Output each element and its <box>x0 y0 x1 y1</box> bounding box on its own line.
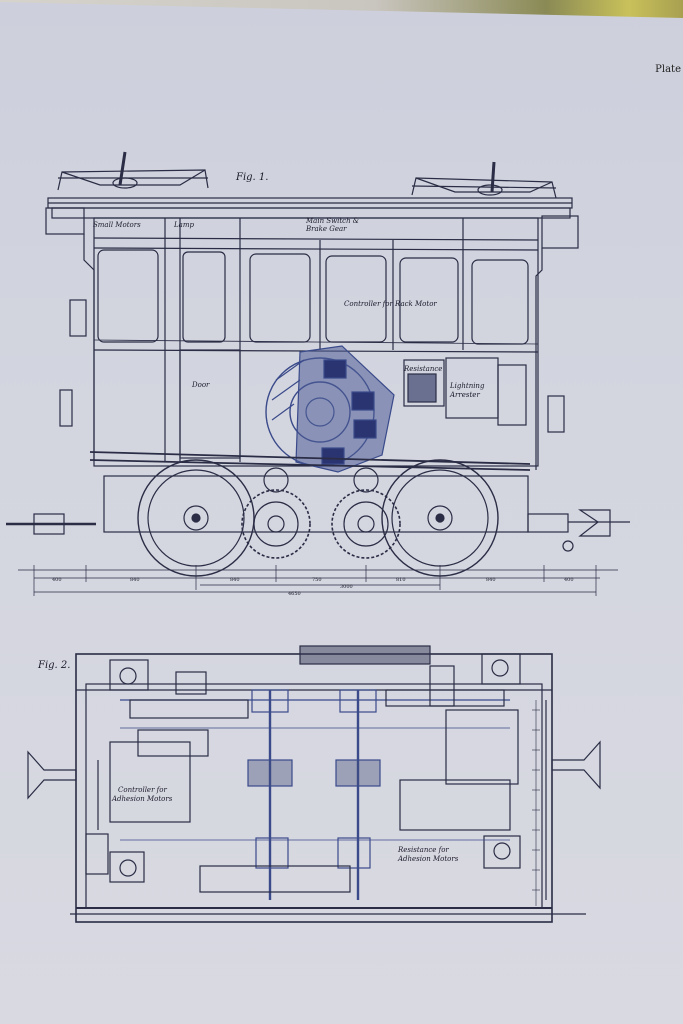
dim-2: 840 <box>130 577 140 583</box>
label-lamp: Lamp <box>173 221 194 229</box>
dim-total: 4650 <box>288 591 301 597</box>
label-main-switch: Main Switch & <box>305 217 359 225</box>
label-controller-rack: Controller for Rack Motor <box>344 300 437 308</box>
label-door: Door <box>191 381 210 389</box>
rack-motor <box>265 345 395 473</box>
wheel-left <box>137 459 255 577</box>
label-small-motors: Small Motors <box>93 221 141 229</box>
fig2-title: Fig. 2. <box>37 660 70 671</box>
dim-1: 400 <box>52 577 62 583</box>
label-controller-adh-1: Controller for <box>118 786 167 794</box>
dim-3: 840 <box>230 577 240 583</box>
label-resistance: Resistance <box>403 365 442 373</box>
rack-pinions <box>241 467 401 559</box>
label-controller-adh-2: Adhesion Motors <box>111 795 173 803</box>
plate-label: Plate <box>655 64 681 75</box>
label-resistance-adh-2: Adhesion Motors <box>397 855 459 863</box>
pantograph-left <box>57 151 209 191</box>
label-resistance-adh-1: Resistance for <box>397 846 449 854</box>
dim-4: 750 <box>312 577 322 583</box>
fig2-plan-view <box>27 645 601 923</box>
fig1-dimensions <box>18 565 618 596</box>
label-arrester: Arrester <box>449 391 480 399</box>
pantograph-right <box>411 161 557 199</box>
dim-7: 400 <box>564 577 574 583</box>
fig1-side-elevation <box>6 151 630 596</box>
label-lightning: Lightning <box>449 382 485 390</box>
label-brake-gear: Brake Gear <box>305 225 347 233</box>
fig1-title: Fig. 1. <box>235 172 268 183</box>
dim-6: 840 <box>486 577 496 583</box>
dim-mid: 3000 <box>340 584 353 590</box>
dim-5: 810 <box>396 577 406 583</box>
